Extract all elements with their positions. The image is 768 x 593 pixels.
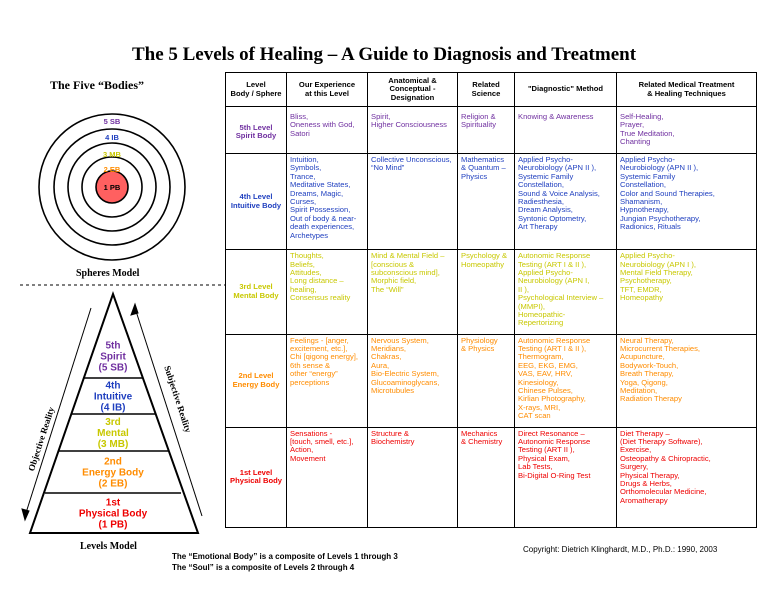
pyramid-level-3-line-1: 3rd [105, 417, 121, 428]
diagnostic-cell: Applied Psycho- Neurobiology (APN II ), … [514, 153, 617, 251]
anatomical-cell: Spirit, Higher Consciousness [367, 105, 458, 155]
experience-cell: Thoughts, Beliefs, Attitudes, Long dista… [286, 249, 368, 335]
science-cell: Mathematics & Quantum – Physics [457, 153, 515, 251]
diagnostic-cell: Autonomic Response Testing (ART I & II )… [514, 249, 617, 335]
level-cell: 3rd Level Mental Body [225, 249, 287, 335]
sphere-label-3: 3 MB [103, 150, 122, 159]
science-cell: Psychology & Homeopathy [457, 249, 515, 335]
header-treatment: Related Medical Treatment & Healing Tech… [616, 72, 757, 107]
pyramid-level-4-line-1: 4th [106, 381, 121, 392]
pyramid-level-3-line-2: Mental [97, 428, 129, 439]
anatomical-cell: Nervous System, Meridians, Chakras, Aura… [367, 333, 458, 428]
experience-cell: Intuition, Symbols, Trance, Meditative S… [286, 153, 368, 251]
anatomical-cell: Collective Unconscious, “No Mind” [367, 153, 458, 251]
spheres-model-label: Spheres Model [76, 268, 140, 279]
pyramid-level-2-line-2: Energy Body [82, 468, 144, 479]
page-title: The 5 Levels of Healing – A Guide to Dia… [131, 44, 637, 65]
treatment-cell: Self-Healing, Prayer, True Meditation, C… [616, 105, 757, 155]
sphere-label-1: 1 PB [104, 183, 121, 192]
pyramid-level-1-line-3: (1 PB) [99, 520, 128, 531]
pyramid-level-5-line-1: 5th [106, 341, 121, 352]
dashed-divider [20, 284, 225, 286]
experience-cell: Sensations - [touch, smell, etc.], Actio… [286, 426, 368, 529]
pyramid-level-3-line-3: (3 MB) [98, 439, 129, 450]
treatment-cell: Diet Therapy – (Diet Therapy Software), … [616, 426, 757, 529]
footnote-soul: The “Soul” is a composite of Levels 2 th… [172, 563, 355, 572]
diagnostic-cell: Direct Resonance – Autonomic Response Te… [514, 426, 617, 529]
pyramid-level-1-line-2: Physical Body [79, 509, 148, 520]
header-experience: Our Experience at this Level [286, 72, 368, 107]
sphere-label-4: 4 IB [105, 133, 119, 142]
anatomical-cell: Structure & Biochemistry [367, 426, 458, 529]
anatomical-cell: Mind & Mental Field – [conscious & subco… [367, 249, 458, 335]
level-cell: 2nd Level Energy Body [225, 333, 287, 428]
treatment-cell: Applied Psycho- Neurobiology (APN I ), M… [616, 249, 757, 335]
header-anatomical: Anatomical & Conceptual - Designation [367, 72, 458, 107]
spheres-model-diagram: 5 SB 4 IB 3 MB 2 EB 1 PB [38, 113, 186, 261]
level-cell: 1st Level Physical Body [225, 426, 287, 529]
header-science: Related Science [457, 72, 515, 107]
pyramid-level-2-line-3: (2 EB) [99, 479, 128, 490]
pyramid-level-1-line-1: 1st [106, 498, 121, 509]
science-cell: Physiology & Physics [457, 333, 515, 428]
copyright-notice: Copyright: Dietrich Klinghardt, M.D., Ph… [523, 545, 718, 554]
science-cell: Religion & Spirituality [457, 105, 515, 155]
pyramid-level-4-line-3: (4 IB) [101, 403, 126, 414]
pyramid-level-5-line-2: Spirit [100, 352, 126, 363]
experience-cell: Bliss, Oneness with God, Satori [286, 105, 368, 155]
diagnostic-cell: Knowing & Awareness [514, 105, 617, 155]
levels-model-label: Levels Model [80, 541, 137, 552]
subjective-reality-label: Subjective Reality [162, 364, 193, 434]
science-cell: Mechanics & Chemistry [457, 426, 515, 529]
level-cell: 4th Level Intuitive Body [225, 153, 287, 251]
pyramid-level-2-line-1: 2nd [104, 457, 122, 468]
sphere-1 [95, 170, 129, 204]
objective-reality-label: Objective Reality [26, 405, 56, 472]
healing-levels-table: Level Body / Sphere Our Experience at th… [225, 72, 757, 529]
level-cell: 5th Level Spirit Body [225, 105, 287, 155]
sphere-label-5: 5 SB [104, 117, 121, 126]
header-diagnostic: "Diagnostic" Method [514, 72, 617, 107]
sphere-label-2: 2 EB [104, 165, 121, 174]
header-level: Level Body / Sphere [225, 72, 287, 107]
five-bodies-heading: The Five “Bodies” [50, 78, 145, 92]
pyramid-level-5-line-3: (5 SB) [99, 363, 128, 374]
experience-cell: Feelings - [anger, excitement, etc.], Ch… [286, 333, 368, 428]
table-header-row: Level Body / Sphere Our Experience at th… [225, 72, 757, 107]
treatment-cell: Applied Psycho- Neurobiology (APN II ), … [616, 153, 757, 251]
treatment-cell: Neural Therapy, Microcurrent Therapies, … [616, 333, 757, 428]
footnote-emotional-body: The “Emotional Body” is a composite of L… [172, 552, 398, 561]
diagnostic-cell: Autonomic Response Testing (ART I & II )… [514, 333, 617, 428]
pyramid-level-4-line-2: Intuitive [94, 392, 133, 403]
